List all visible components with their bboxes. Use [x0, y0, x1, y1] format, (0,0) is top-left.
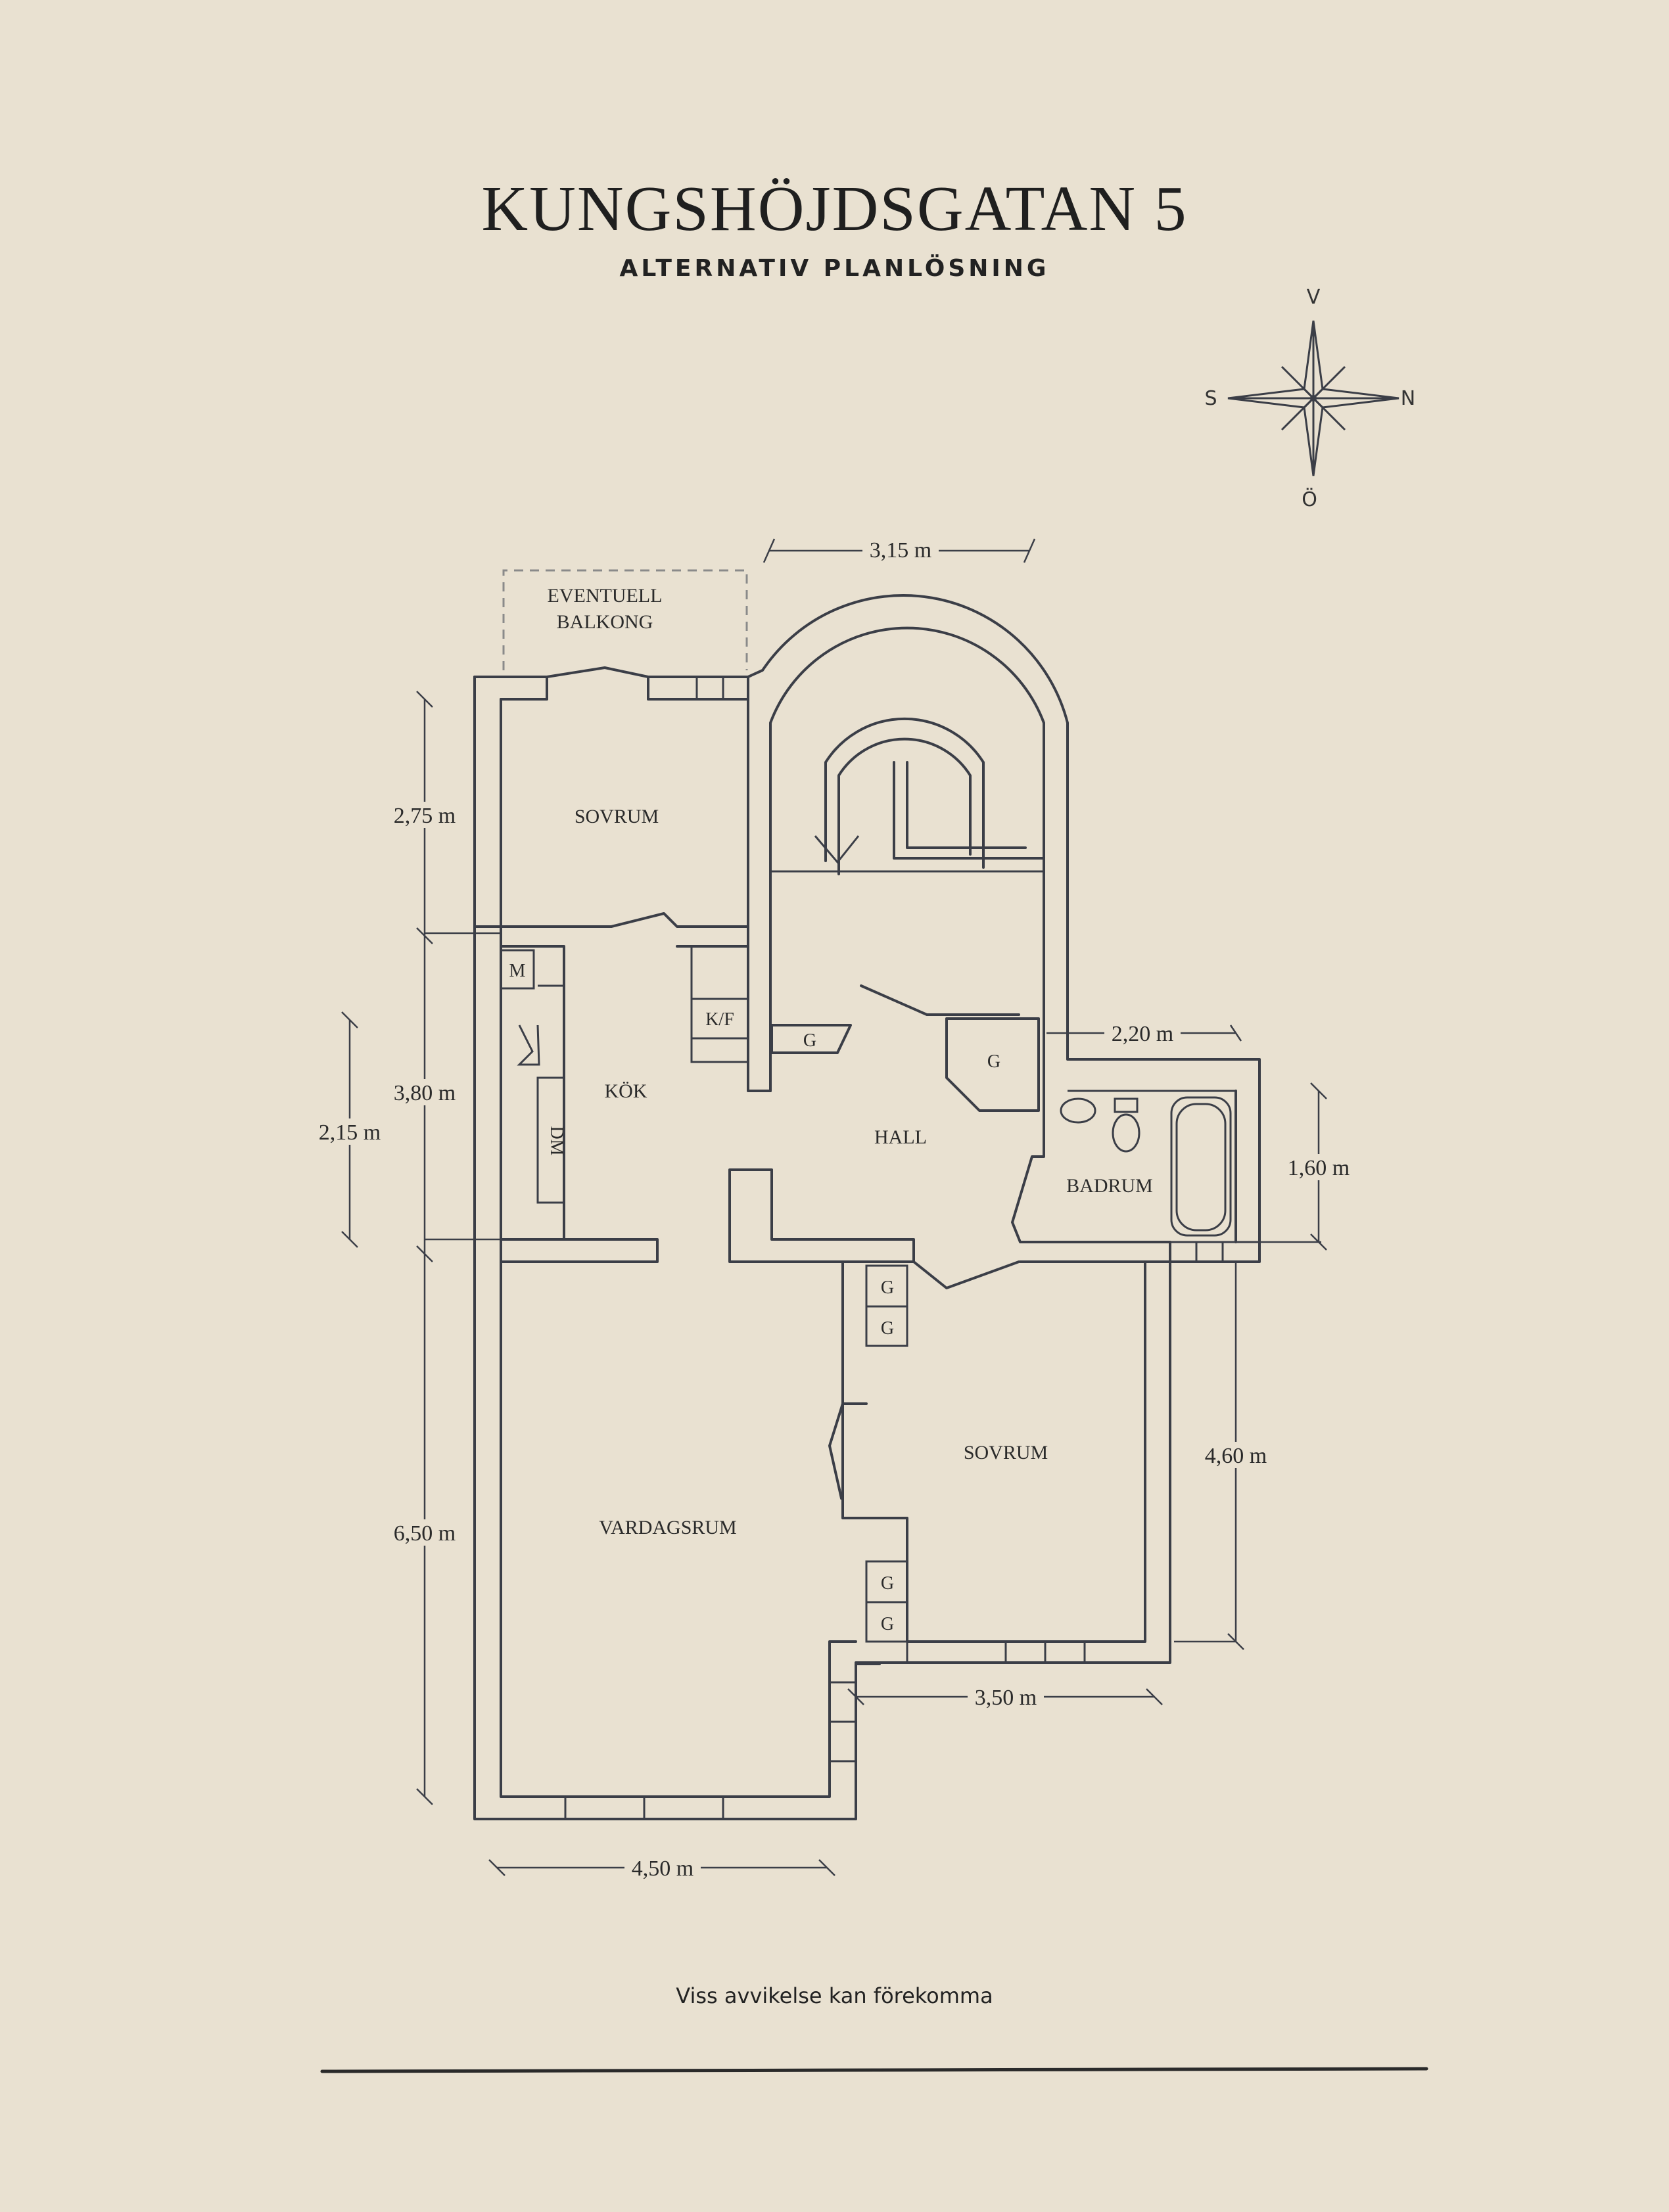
dim-top-width: 3,15 m [870, 538, 931, 563]
room-label-bedroom-top: SOVRUM [575, 806, 659, 827]
compass-label-v: V [1307, 286, 1321, 309]
dimension-labels: 3,15 m 2,75 m 3,80 m 2,15 m 2,20 m 1,60 … [312, 536, 1357, 1881]
fixture-label-g-4: G [881, 1614, 894, 1634]
toilet-icon [1112, 1113, 1140, 1153]
compass-label-n: N [1401, 387, 1415, 410]
room-label-bathroom: BADRUM [1066, 1175, 1153, 1197]
dim-bath-width: 2,20 m [1112, 1022, 1173, 1046]
fixture-label-m: M [509, 961, 526, 981]
sink-icon [1060, 1097, 1096, 1124]
fixture-label-kf: K/F [705, 1009, 734, 1030]
footer-note: Viss avvikelse kan förekomma [676, 1983, 993, 2008]
fixture-kf [690, 945, 749, 1063]
room-label-balcony-1: EVENTUELL [548, 585, 663, 607]
fixture-label-g-hall-2: G [987, 1051, 1000, 1072]
dim-bedroom-top-height: 2,75 m [394, 804, 456, 828]
page-title: KUNGSHÖJDSGATAN 5 [481, 173, 1188, 244]
dim-kitchen-inner: 2,15 m [319, 1120, 381, 1145]
dim-living-height: 6,50 m [394, 1521, 456, 1546]
compass-label-s: S [1204, 387, 1217, 410]
fixture-label-g-hall-1: G [803, 1030, 816, 1051]
bathtub-icon [1170, 1096, 1232, 1237]
room-label-living-room: VARDAGSRUM [599, 1517, 737, 1538]
fixture-m [500, 949, 535, 990]
dim-living-width: 4,50 m [632, 1856, 693, 1881]
balcony-outline [502, 569, 748, 670]
dim-bedroom-right-height: 4,60 m [1205, 1444, 1267, 1468]
room-label-balcony-2: BALKONG [557, 611, 653, 633]
fixture-label-g-1: G [881, 1278, 894, 1298]
dim-bedroom-right-width: 3,50 m [975, 1686, 1037, 1710]
page-subtitle: ALTERNATIV PLANLÖSNING [619, 255, 1050, 282]
room-label-bedroom-right: SOVRUM [964, 1442, 1048, 1463]
dimension-lines [341, 538, 1327, 1876]
footer-rule [320, 2067, 1428, 2073]
room-label-hall: HALL [874, 1126, 927, 1148]
fixture-dm [536, 1076, 565, 1204]
dim-kitchen-height: 3,80 m [394, 1081, 456, 1105]
compass-label-o: Ö [1302, 488, 1317, 511]
fixture-label-g-3: G [881, 1573, 894, 1594]
dim-bath-height: 1,60 m [1288, 1156, 1350, 1180]
compass-rose-icon [1227, 320, 1399, 476]
room-label-kitchen: KÖK [605, 1080, 647, 1102]
outer-walls [473, 594, 1261, 1820]
fixture-label-g-2: G [881, 1318, 894, 1339]
fixture-label-dm: DM [546, 1126, 567, 1155]
